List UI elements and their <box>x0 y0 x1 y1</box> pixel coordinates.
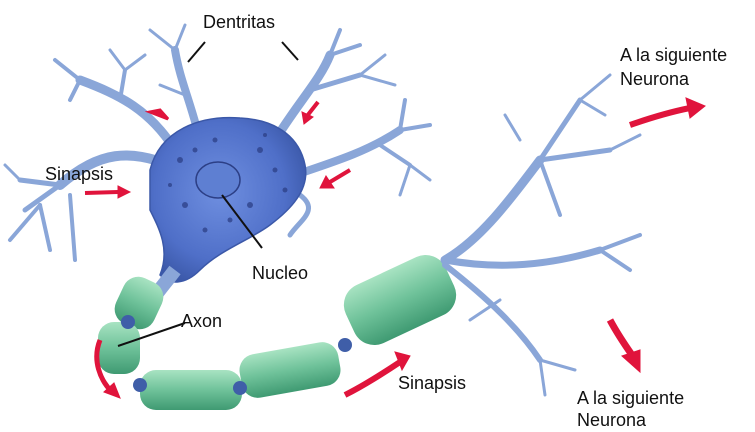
label-nucleus: Nucleo <box>252 262 308 284</box>
myelin-segment <box>237 340 343 401</box>
myelin-segment <box>98 322 140 374</box>
axon-terminals <box>445 75 640 395</box>
node-of-ranvier <box>338 338 352 352</box>
label-synapse-out: Sinapsis <box>398 372 466 394</box>
red-arrow-icon <box>345 362 400 395</box>
nucleus <box>196 162 240 198</box>
red-arrow-icon <box>622 350 640 372</box>
red-arrow-icon <box>307 102 318 116</box>
red-arrow-icon <box>330 170 350 182</box>
label-dendrites: Dentritas <box>203 11 275 33</box>
red-arrow-icon <box>686 98 705 118</box>
node-of-ranvier <box>233 381 247 395</box>
label-synapse-in: Sinapsis <box>45 163 113 185</box>
red-arrow-icon <box>630 108 690 125</box>
node-of-ranvier <box>133 378 147 392</box>
node-of-ranvier <box>121 315 135 329</box>
red-arrow-icon <box>85 192 118 193</box>
myelin-segment <box>140 370 242 410</box>
dendrites-right <box>275 30 430 235</box>
label-next-neuron-bottom-1: A la siguiente <box>577 387 684 409</box>
label-axon: Axon <box>181 310 222 332</box>
label-next-neuron-top-2: Neurona <box>620 68 689 90</box>
red-arrow-icon <box>610 320 632 355</box>
label-next-neuron-top-1: A la siguiente <box>620 44 727 66</box>
label-next-neuron-bottom-2: Neurona <box>577 409 646 431</box>
cell-body <box>150 118 306 282</box>
red-arrow-icon <box>118 186 130 198</box>
